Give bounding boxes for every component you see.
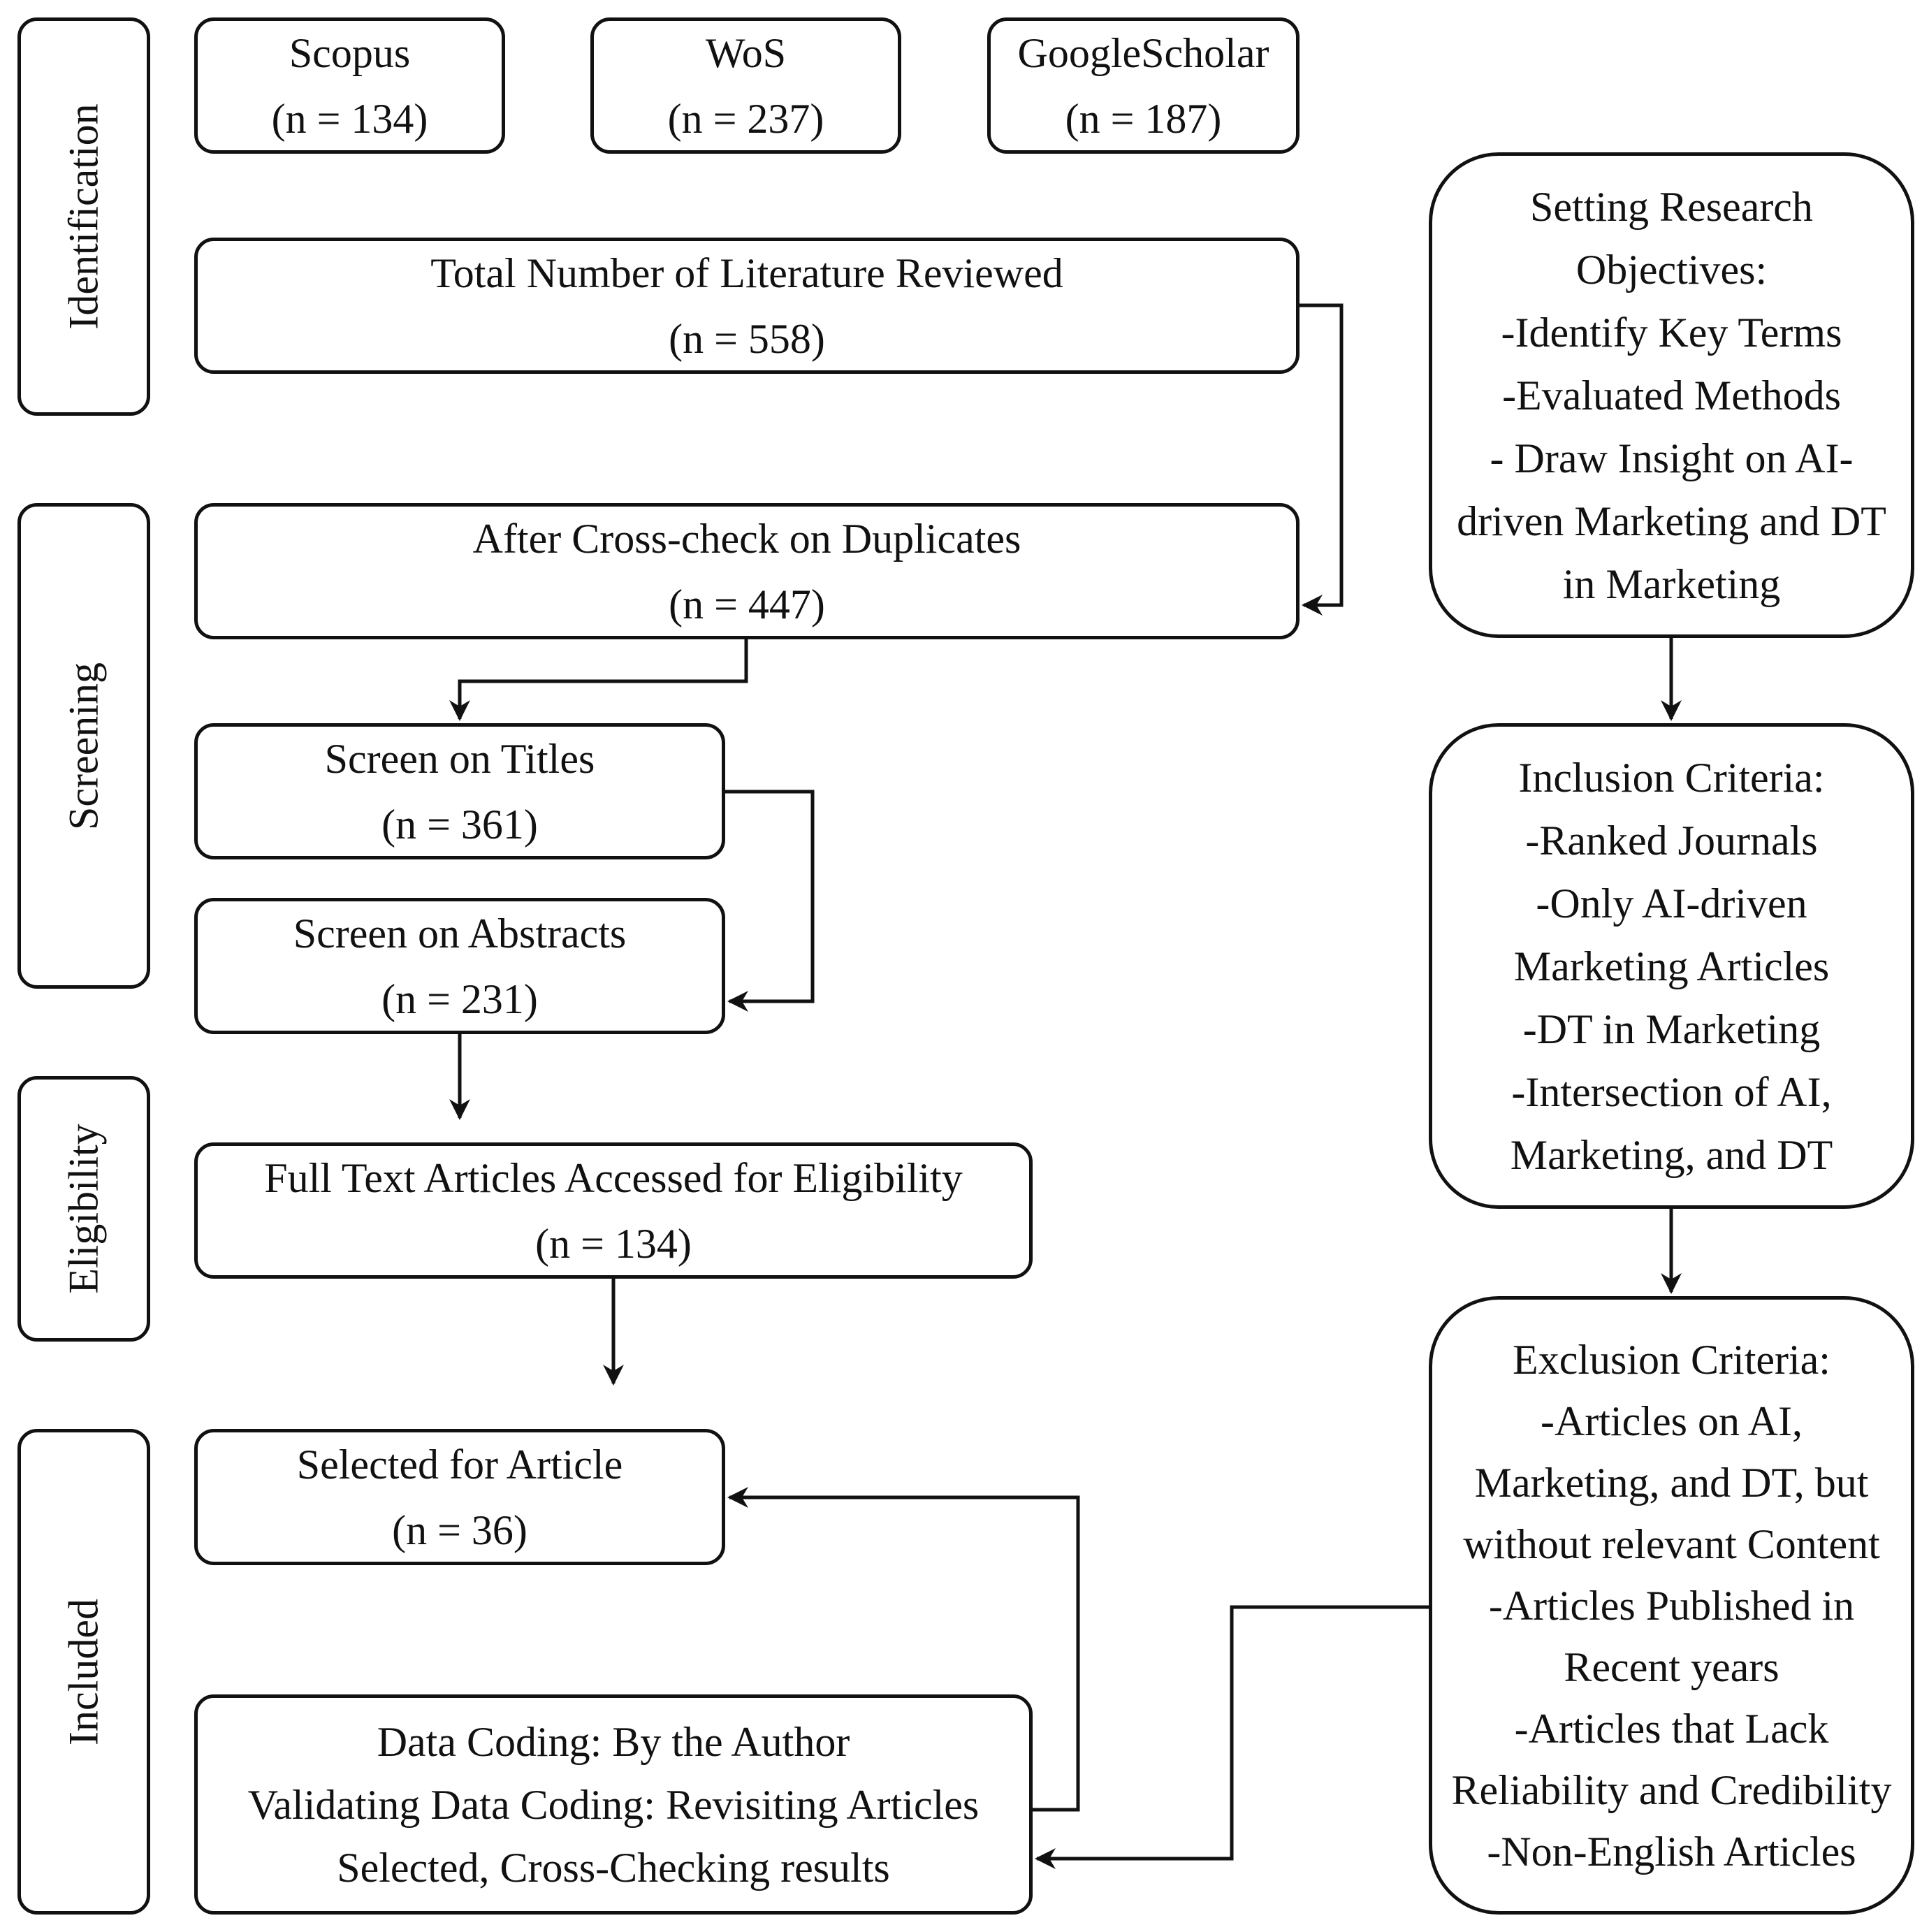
source-scopus-box: Scopus (n = 134) bbox=[194, 17, 505, 154]
stage-eligibility: Eligibility bbox=[17, 1076, 150, 1342]
exclusion-line-1: Exclusion Criteria: bbox=[1513, 1336, 1830, 1383]
objectives-line-5: - Draw Insight on AI- bbox=[1490, 435, 1854, 481]
objectives-line-3: -Identify Key Terms bbox=[1501, 309, 1842, 356]
exclusion-line-6: Recent years bbox=[1564, 1643, 1779, 1690]
full-text-count: (n = 134) bbox=[535, 1220, 692, 1267]
screen-titles-count: (n = 361) bbox=[381, 801, 538, 848]
stage-screening: Screening bbox=[17, 503, 150, 989]
inclusion-line-4: Marketing Articles bbox=[1513, 943, 1830, 989]
exclusion-line-4: without relevant Content bbox=[1463, 1520, 1880, 1567]
screen-titles-title: Screen on Titles bbox=[324, 735, 595, 782]
exclusion-line-9: -Non-English Articles bbox=[1487, 1828, 1856, 1875]
source-google-scholar-box: GoogleScholar (n = 187) bbox=[987, 17, 1300, 154]
screen-abstracts-box: Screen on Abstracts (n = 231) bbox=[194, 898, 725, 1034]
inclusion-line-2: -Ranked Journals bbox=[1525, 817, 1818, 864]
source-scopus-count: (n = 134) bbox=[271, 95, 428, 142]
total-literature-count: (n = 558) bbox=[669, 315, 825, 362]
full-text-title: Full Text Articles Accessed for Eligibil… bbox=[264, 1154, 963, 1201]
exclusion-criteria-box: Exclusion Criteria: -Articles on AI, Mar… bbox=[1429, 1296, 1914, 1915]
data-coding-box: Data Coding: By the Author Validating Da… bbox=[194, 1694, 1033, 1915]
arrow-duplicates-to-titles bbox=[449, 639, 748, 721]
duplicates-box: After Cross-check on Duplicates (n = 447… bbox=[194, 503, 1300, 639]
total-literature-box: Total Number of Literature Reviewed (n =… bbox=[194, 238, 1300, 374]
selected-box: Selected for Article (n = 36) bbox=[194, 1429, 725, 1565]
research-objectives-box: Setting Research Objectives: -Identify K… bbox=[1429, 152, 1914, 638]
duplicates-title: After Cross-check on Duplicates bbox=[472, 515, 1021, 562]
stage-identification: Identification bbox=[17, 17, 150, 416]
source-wos-count: (n = 237) bbox=[667, 95, 824, 142]
data-coding-line-2: Validating Data Coding: Revisiting Artic… bbox=[247, 1781, 980, 1828]
objectives-line-2: Objectives: bbox=[1575, 246, 1768, 293]
data-coding-line-3: Selected, Cross-Checking results bbox=[337, 1844, 890, 1891]
screen-titles-box: Screen on Titles (n = 361) bbox=[194, 723, 725, 859]
total-literature-title: Total Number of Literature Reviewed bbox=[430, 249, 1063, 296]
selected-count: (n = 36) bbox=[392, 1506, 527, 1553]
exclusion-line-8: Reliability and Credibility bbox=[1451, 1766, 1892, 1813]
source-google-scholar-name: GoogleScholar bbox=[1017, 29, 1269, 76]
screen-abstracts-title: Screen on Abstracts bbox=[293, 910, 627, 957]
inclusion-line-1: Inclusion Criteria: bbox=[1518, 754, 1825, 801]
objectives-line-1: Setting Research bbox=[1530, 183, 1813, 230]
exclusion-line-7: -Articles that Lack bbox=[1514, 1705, 1829, 1752]
arrow-data-coding-to-selected bbox=[727, 1487, 1080, 1812]
full-text-box: Full Text Articles Accessed for Eligibil… bbox=[194, 1142, 1033, 1279]
objectives-line-6: driven Marketing and DT bbox=[1457, 497, 1886, 544]
exclusion-line-2: -Articles on AI, bbox=[1541, 1397, 1803, 1444]
objectives-line-7: in Marketing bbox=[1562, 560, 1781, 607]
arrow-total-to-duplicates bbox=[1300, 303, 1344, 616]
stage-included: Included bbox=[17, 1429, 150, 1915]
inclusion-line-7: Marketing, and DT bbox=[1510, 1131, 1833, 1178]
objectives-line-4: -Evaluated Methods bbox=[1502, 372, 1841, 419]
source-scopus-name: Scopus bbox=[289, 29, 411, 76]
duplicates-count: (n = 447) bbox=[669, 581, 825, 627]
inclusion-criteria-box: Inclusion Criteria: -Ranked Journals -On… bbox=[1429, 723, 1914, 1209]
selected-title: Selected for Article bbox=[296, 1441, 623, 1488]
source-wos-box: WoS (n = 237) bbox=[590, 17, 901, 154]
exclusion-line-3: Marketing, and DT, but bbox=[1474, 1459, 1869, 1506]
source-google-scholar-count: (n = 187) bbox=[1065, 95, 1222, 142]
inclusion-line-3: -Only AI-driven bbox=[1536, 880, 1807, 927]
screen-abstracts-count: (n = 231) bbox=[381, 975, 538, 1022]
arrow-exclusion-to-data-coding bbox=[1035, 1605, 1429, 1869]
source-wos-name: WoS bbox=[705, 29, 787, 76]
arrow-titles-to-abstracts bbox=[725, 790, 815, 1012]
data-coding-line-1: Data Coding: By the Author bbox=[377, 1718, 850, 1765]
inclusion-line-5: -DT in Marketing bbox=[1522, 1005, 1821, 1052]
inclusion-line-6: -Intersection of AI, bbox=[1511, 1068, 1832, 1115]
exclusion-line-5: -Articles Published in bbox=[1488, 1582, 1855, 1629]
